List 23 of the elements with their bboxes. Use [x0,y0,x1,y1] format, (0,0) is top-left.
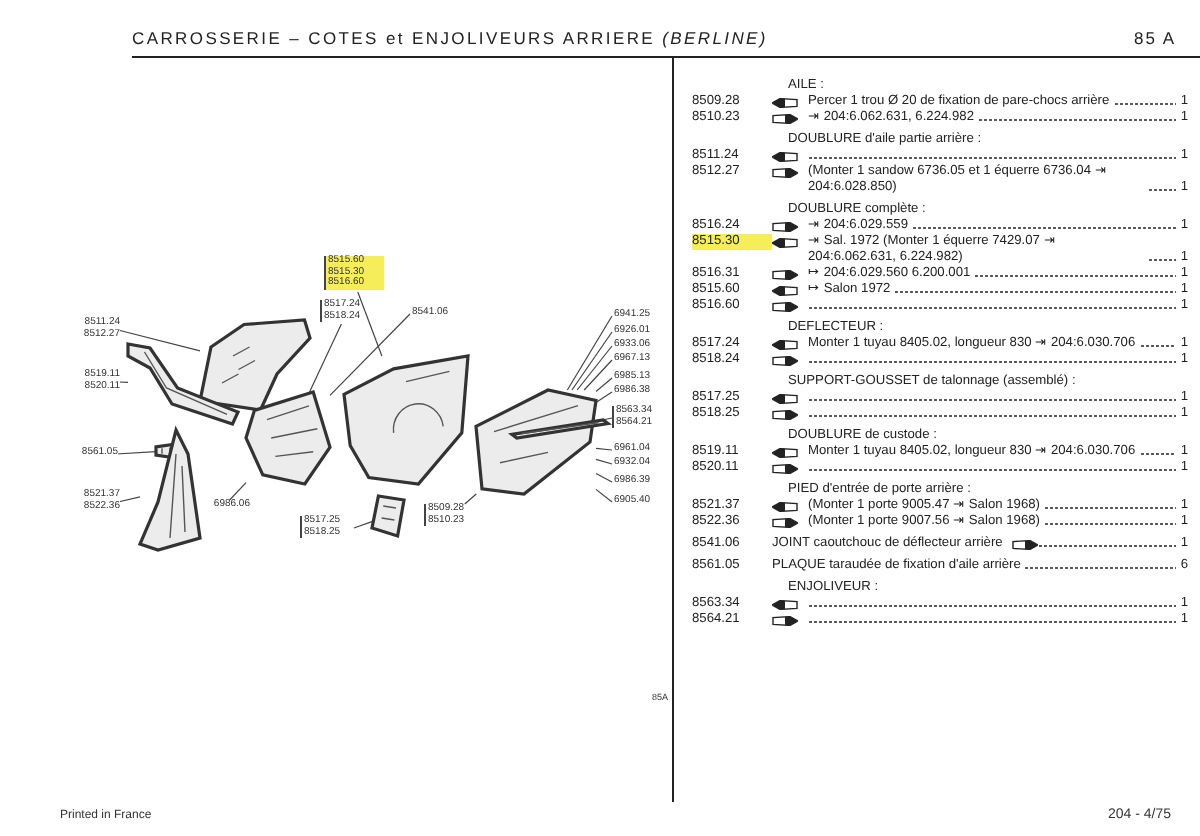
leader-line [117,496,141,503]
leader-line [571,331,613,391]
leader-line [117,329,201,352]
leader-line [229,482,247,501]
leader-line [595,488,613,503]
leader-line [583,359,613,391]
leader-line [117,381,129,383]
leader-line [115,451,157,455]
leader-line [595,447,613,451]
leader-line [566,315,613,391]
leader-line [595,472,613,483]
leader-line [357,291,383,357]
leader-line [595,377,613,393]
leader-line [464,493,477,505]
leader-line [353,521,373,529]
page-title: CARROSSERIE – COTES et ENJOLIVEURS ARRIERE (BERLINE) [132,28,768,48]
leader-line [308,323,342,393]
leader-line [595,458,613,465]
leader-line [595,391,613,404]
highlighted-callout [324,256,384,290]
leader-line [576,345,613,391]
page-section: 85 A [1133,28,1176,48]
leader-line [329,313,411,396]
